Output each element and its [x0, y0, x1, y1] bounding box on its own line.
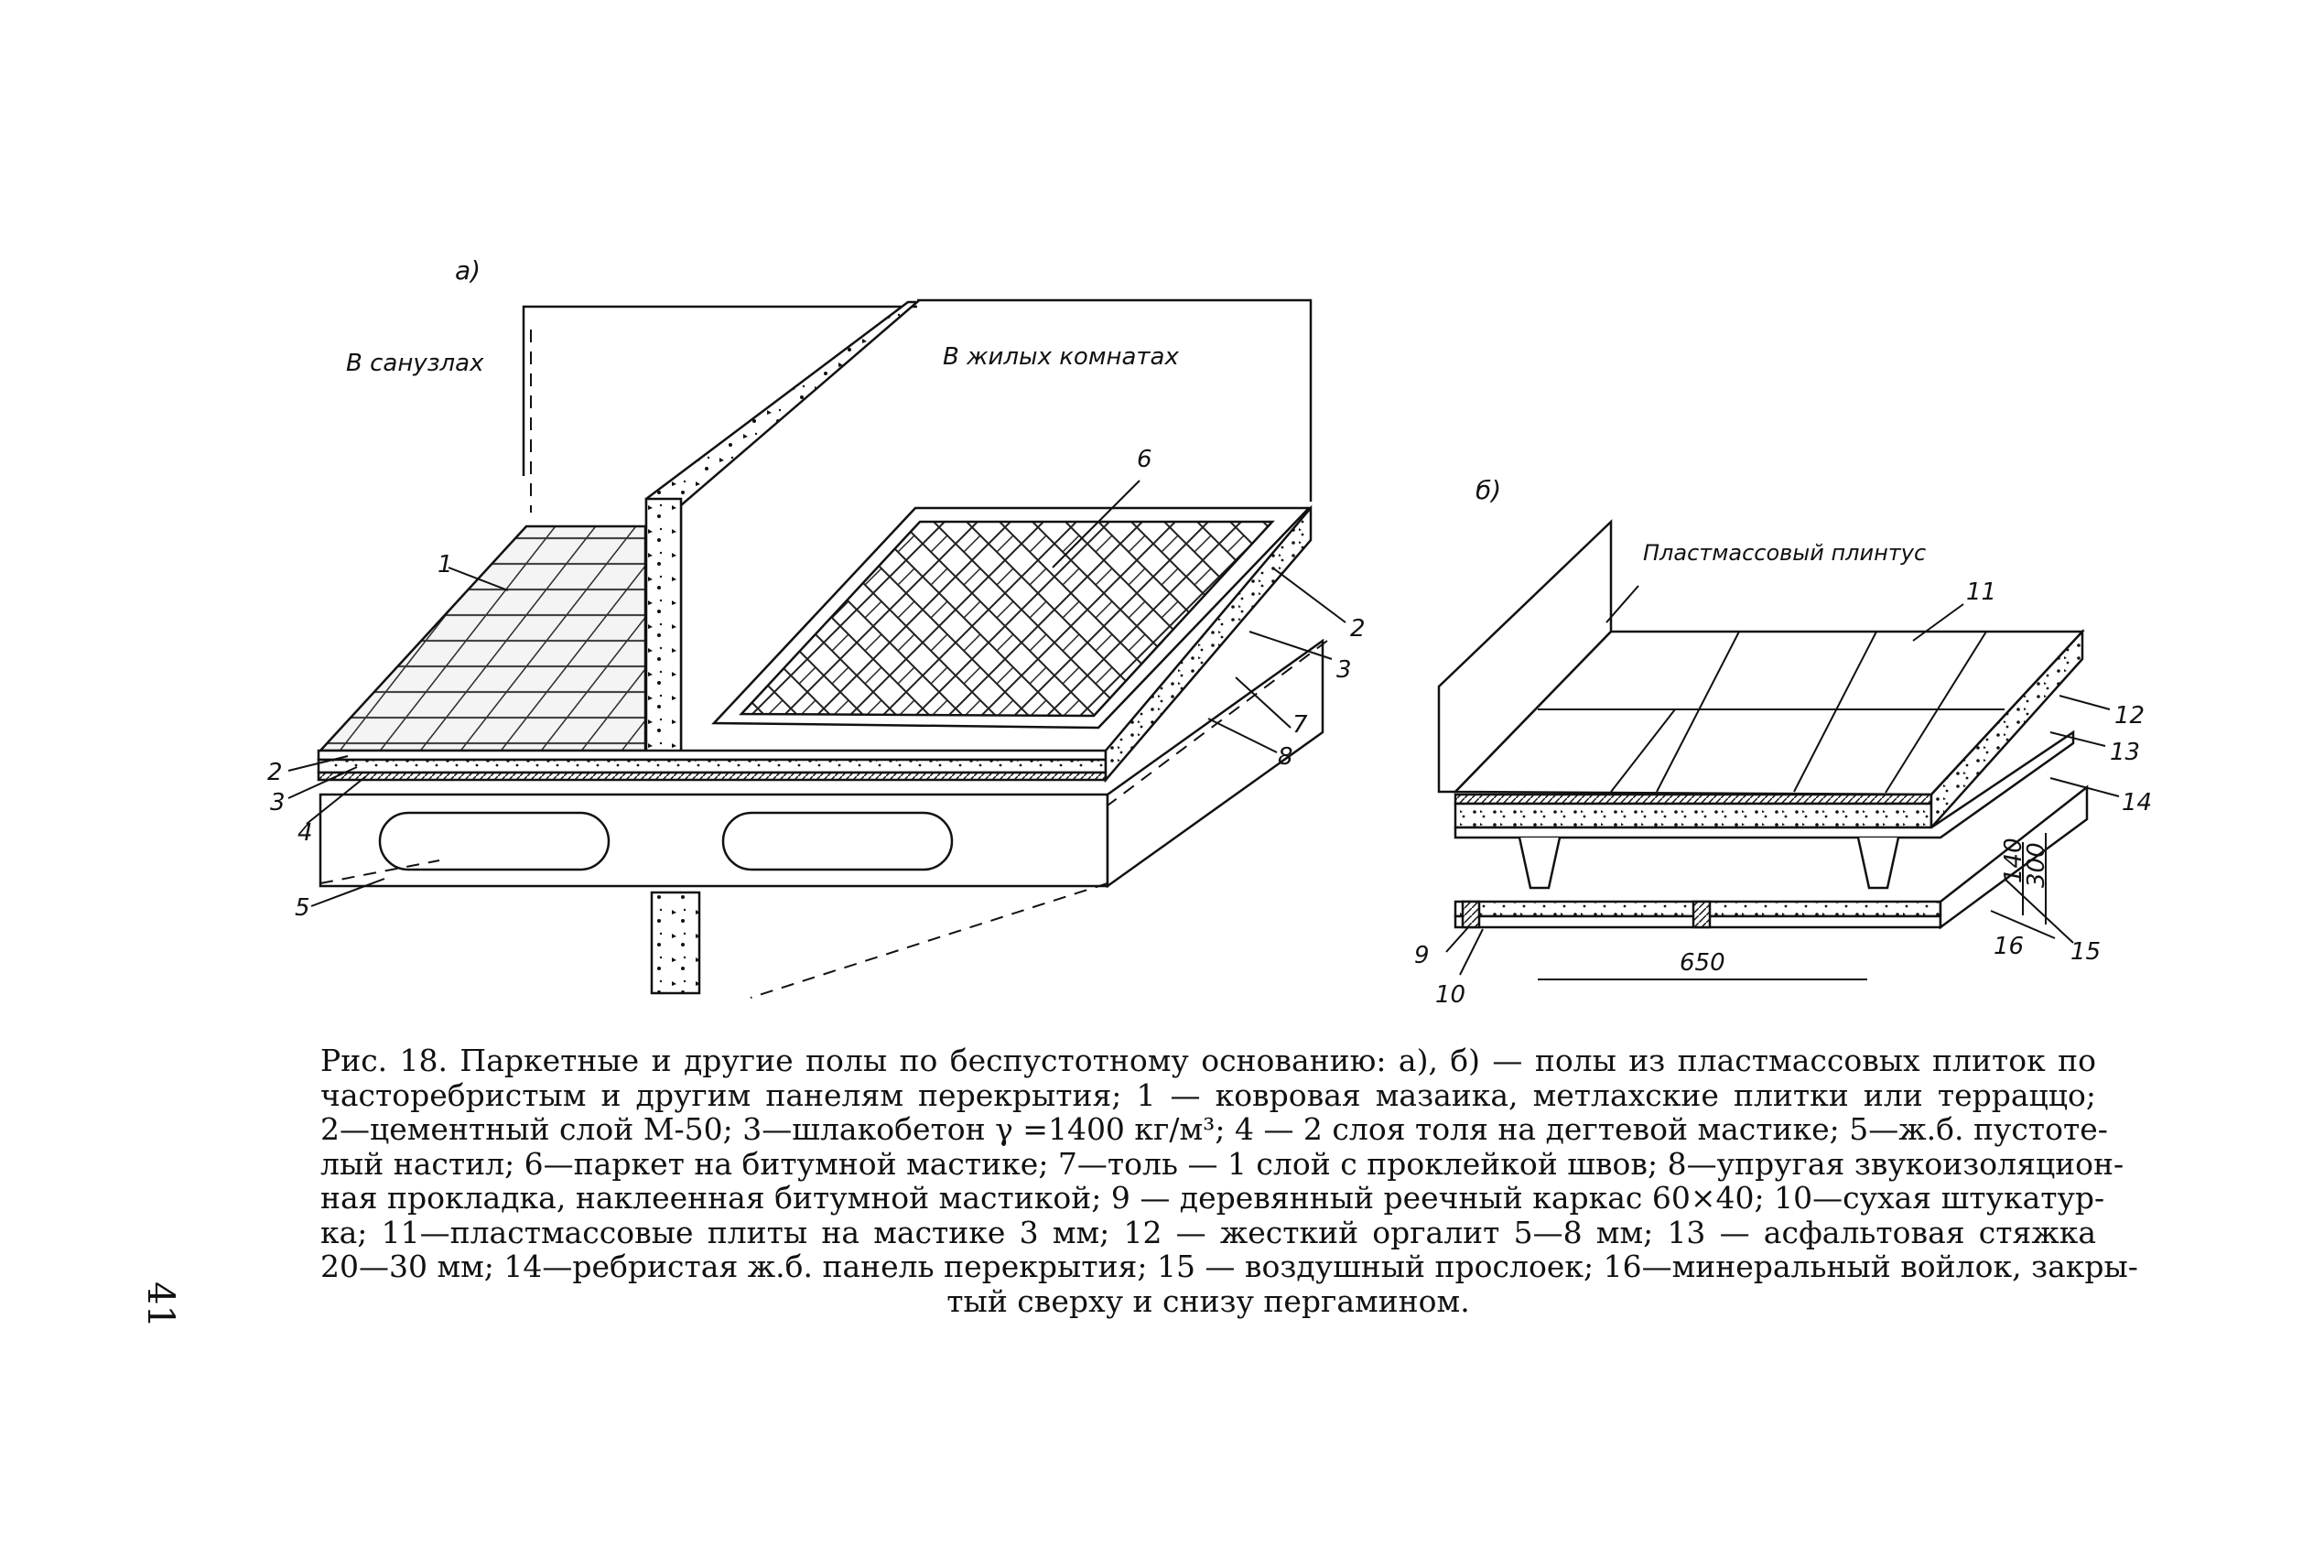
- partition-wall-section: [644, 497, 683, 775]
- leader-line: [1459, 928, 1484, 976]
- callout-b: 9: [1414, 942, 1430, 969]
- leader-line: [310, 878, 385, 907]
- rear-wall-right: [917, 298, 1313, 502]
- slag-concrete-layer: [317, 758, 1108, 774]
- callout-a: 6: [1137, 446, 1152, 473]
- leader-line: [2004, 878, 2074, 944]
- guide-line: [750, 882, 1108, 999]
- leader-line: [1248, 631, 1333, 660]
- callout-b: 16: [1994, 933, 2024, 960]
- callout-a: 4: [297, 819, 313, 847]
- sanitary-label: В санузлах: [346, 350, 484, 377]
- caption-line: лый настил; 6—паркет на битумной мастике…: [320, 1145, 2124, 1182]
- page-number: 41: [139, 1281, 181, 1328]
- leader-line: [1912, 603, 1964, 642]
- callout-a: 8: [1278, 743, 1293, 771]
- dimension-label: 300: [2023, 842, 2050, 888]
- wood-frame: [1692, 900, 1712, 929]
- orgalite-layer: [1454, 793, 1933, 806]
- panel-b-drawing: [1437, 519, 2120, 980]
- panel-a-letter: а): [455, 255, 481, 286]
- wall-below: [650, 891, 701, 995]
- callout-a: 5: [295, 894, 310, 922]
- tile-joint: [1885, 631, 1987, 794]
- ribbed-panel: [1454, 730, 2075, 839]
- callout-b: 14: [2122, 789, 2152, 816]
- tile-joint: [1793, 631, 1877, 793]
- layers-side-b: [1929, 628, 2084, 831]
- caption-line: тый сверху и снизу пергамином.: [946, 1282, 1470, 1319]
- lower-side: [1939, 784, 2089, 930]
- tiled-floor: [318, 524, 647, 752]
- callout-a: 3: [270, 789, 286, 816]
- slab-void-2: [721, 811, 954, 871]
- leader-line: [1605, 585, 1639, 623]
- figure-labels: а) В санузлах В жилых комнатах 1 2 3 4 5…: [267, 255, 2152, 1009]
- caption-line: Рис. 18. Паркетные и другие полы по бесп…: [320, 1043, 2096, 1078]
- panel-ribs: [1518, 837, 1900, 890]
- slab-void-1: [378, 811, 611, 871]
- leader-line: [1207, 718, 1278, 753]
- hollow-core-slab: [319, 793, 1109, 888]
- layers-side: [1104, 504, 1313, 784]
- panel-a-drawing: [287, 298, 1346, 999]
- caption-line: ная прокладка, наклеенная битумной масти…: [320, 1180, 2105, 1216]
- callout-a: 3: [1336, 656, 1352, 684]
- caption-line: 20—30 мм; 14—ребристая ж.б. панель перек…: [320, 1249, 2138, 1284]
- cement-layer: [317, 749, 1108, 762]
- parquet-floor: [739, 520, 1275, 718]
- callout-a: 1: [438, 551, 453, 579]
- skirting-label: Пластмассовый плинтус: [1643, 540, 1926, 566]
- leader-line: [306, 775, 367, 825]
- tile-joint: [1656, 631, 1740, 793]
- figure-caption: Рис. 18. Паркетные и другие полы по бесп…: [320, 1043, 2138, 1319]
- caption-line: 2—цементный слой М-50; 3—шлакобетон γ =1…: [320, 1111, 2108, 1147]
- leader-line: [2049, 777, 2120, 797]
- callout-b: 13: [2110, 739, 2140, 766]
- living-rooms-label: В жилых комнатах: [943, 343, 1179, 371]
- callout-b: 15: [2070, 938, 2101, 966]
- caption-line: часторебристым и другим панелям перекрыт…: [320, 1076, 2096, 1113]
- callout-b: 10: [1435, 981, 1465, 1009]
- leader-line: [2059, 695, 2111, 710]
- callout-a: 2: [1350, 615, 1366, 643]
- callout-a: 7: [1292, 711, 1308, 739]
- tile-joint: [1610, 708, 1676, 793]
- dimension-label: 140: [2000, 838, 2027, 883]
- tar-layer: [317, 771, 1108, 782]
- leader-line: [1235, 676, 1292, 729]
- leader-line: [1052, 480, 1140, 568]
- leader-line: [287, 766, 358, 799]
- callout-b: 12: [2114, 702, 2145, 730]
- panel-b-letter: б): [1475, 475, 1501, 505]
- leader-line: [1445, 925, 1470, 953]
- asphalt-screed: [1454, 802, 1933, 829]
- leader-line: [2049, 731, 2106, 747]
- leader-line: [1990, 910, 2056, 939]
- wood-frame: [1461, 900, 1481, 929]
- callout-b: 11: [1966, 579, 1996, 606]
- leader-line: [1271, 567, 1346, 623]
- caption-line: ка; 11—пластмассовые плиты на мастике 3 …: [320, 1214, 2096, 1250]
- leader-line: [287, 755, 349, 772]
- leader-line: [448, 567, 509, 591]
- callout-a: 2: [267, 759, 283, 786]
- dimension-label: 650: [1680, 949, 1725, 977]
